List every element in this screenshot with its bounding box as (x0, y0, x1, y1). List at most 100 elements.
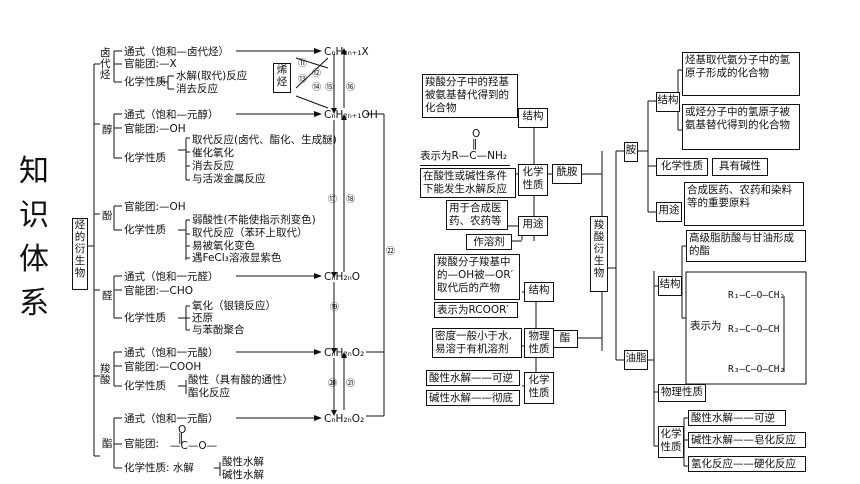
aldehyde-chem-label: 化学性质 (124, 312, 166, 324)
ester-phys-label: 物理性质 (528, 330, 550, 355)
aldehyde-formula: CₙH₂ₙO (324, 271, 361, 283)
amide-structure-desc: 羧酸分子中的羟基被氨基替代得到的化合物 (425, 76, 509, 114)
fat-label: 油脂 (625, 352, 647, 364)
acid-prop-2: 酯化反应 (188, 387, 230, 399)
fat-chem-text3: 氢化反应——硬化反应 (688, 456, 806, 472)
amine-chem-box: 化学性质 (656, 158, 708, 176)
ester-group: 官能团: (124, 438, 160, 450)
fat-chem-text1: 酸性水解——可逆 (688, 410, 786, 426)
left-diagram: 烃的衍生物 卤代烃 通式（饱和—卤代烃） 官能团:—X 化学性质 水解(取代)反… (66, 46, 404, 484)
amide-chem-text: 在酸性或碱性条件下能发生水解反应 (420, 168, 516, 198)
amide-formula-bond: ‖ (472, 138, 478, 150)
halo-general: 通式（饱和—卤代烃） (124, 46, 229, 58)
arrow-label-22: ㉒ (386, 247, 396, 257)
side-title-char: 知 (19, 154, 49, 189)
amide-chem-desc: 在酸性或碱性条件下能发生水解反应 (423, 170, 507, 195)
ester-chem-label: 化学性质 (528, 374, 550, 399)
halo-prop-2: 消去反应 (176, 83, 218, 95)
ester-structure-label: 结构 (528, 284, 550, 296)
ester-group-o: O (178, 424, 187, 436)
fat-chem-text2: 碱性水解——皂化反应 (688, 432, 806, 448)
amide-use-text: 用于合成医药、农药等 (446, 200, 508, 230)
aldehyde-prop-2: 还原 (192, 312, 213, 324)
amine-structure-desc2: 或烃分子中的氢原子被氨基替代得到的化合物 (685, 106, 790, 131)
arrow-label-19: ⑲ (330, 303, 340, 313)
ester-group-bond: ‖ (178, 432, 184, 444)
ester-chem-box: 化学性质 (524, 372, 554, 404)
amide-structure-box: 结构 (518, 108, 548, 128)
alkene-label: 烯烃 (276, 64, 288, 88)
side-title-char: 体 (19, 242, 49, 277)
ester-structure-desc: 羧酸分子羧基中的—OH被—OR′取代后的产物 (437, 256, 514, 294)
ester-chem-desc2: 碱性水解——彻底 (429, 392, 513, 404)
amine-structure-text1: 烃基取代氨分子中的氢原子形成的化合物 (682, 52, 800, 96)
ester-chem-desc1: 酸性水解——可逆 (429, 372, 513, 384)
ester-chem-text2: 碱性水解——彻底 (426, 390, 520, 406)
amide-formula-text: 表示为R—C—NH₂ (420, 150, 508, 162)
ester-structure-box: 结构 (524, 282, 554, 302)
amide-box: 酰胺 (552, 164, 582, 184)
amine-structure-label: 结构 (657, 94, 679, 106)
fat-box: 油脂 (624, 350, 648, 370)
ester-chem-text1: 酸性水解——可逆 (426, 370, 520, 386)
halo-prop-1: 水解(取代)反应 (176, 70, 248, 82)
amide-use-desc: 用于合成医药、农药等 (449, 202, 502, 227)
ester-formula: CₙH₂ₙO₂ (324, 413, 365, 425)
ester-phys-desc: 密度一般小于水,易溶于有机溶剂 (435, 330, 512, 355)
side-title-char: 系 (19, 286, 49, 321)
phenol-prop-4: 遇FeCl₃溶液显紫色 (192, 252, 282, 264)
ester-phys-text: 密度一般小于水,易溶于有机溶剂 (432, 328, 522, 358)
amide-use-desc2: 作溶剂 (473, 236, 505, 248)
amine-use-label: 用途 (658, 204, 680, 216)
fat-chem-desc3: 氢化反应——硬化反应 (691, 458, 796, 470)
amide-structure-label: 结构 (522, 110, 544, 122)
arrow-label-13: ⑬ (298, 75, 308, 85)
arrow-label-14: ⑭ (312, 83, 322, 93)
amine-use-text: 合成医药、农药和染料等的重要原料 (684, 182, 804, 226)
ester-phys-box: 物理性质 (524, 328, 554, 358)
alcohol-chem-label: 化学性质 (124, 152, 166, 164)
fat-chem-desc2: 碱性水解——皂化反应 (691, 434, 796, 446)
halo-label: 卤代烃 (100, 47, 111, 81)
halo-formula: CₙH₂ₙ₊₁X (324, 46, 369, 58)
aldehyde-label: 醛 (102, 290, 113, 302)
amine-structure-desc1: 烃基取代氨分子中的氢原子形成的化合物 (685, 54, 790, 79)
phenol-prop-2: 取代反应（苯环上取代） (192, 227, 308, 239)
fat-structure-box: 结构 (658, 276, 682, 296)
arrow-label-11: ⑪ (298, 59, 308, 69)
alcohol-prop-1: 取代反应(卤代、酯化、生成醚) (192, 134, 337, 146)
fat-row-2: R₂—C—O—CH (728, 324, 780, 335)
right-root-box: 羧酸衍生物 (590, 216, 608, 292)
ester-prop-2: 碱性水解 (222, 469, 264, 481)
amine-chem-text: 具有碱性 (712, 158, 768, 176)
amine-structure-box: 结构 (656, 92, 680, 112)
amine-chem-label: 化学性质 (661, 160, 703, 172)
ester-structure-formula: 表示为RCOOR′ (434, 302, 518, 318)
aldehyde-prop-3: 与苯酚聚合 (192, 324, 245, 336)
halo-group: 官能团:—X (124, 58, 177, 70)
amine-use-box: 用途 (656, 202, 682, 222)
acid-general: 通式（饱和一元酸） (124, 347, 219, 359)
ester-prop-1: 酸性水解 (222, 456, 264, 468)
right-root-label: 羧酸衍生物 (593, 219, 605, 279)
alcohol-formula: CₙH₂ₙ₊₁OH (324, 109, 378, 121)
amine-label: 胺 (625, 144, 637, 156)
ester-group-struct: —C—O— (170, 440, 218, 452)
phenol-prop-1: 弱酸性(不能使指示剂变色) (192, 214, 316, 226)
amide-use-box: 用途 (518, 216, 548, 236)
arrow-label-15: ⑮ (325, 83, 335, 93)
fat-chem-box: 化学性质 (658, 426, 684, 458)
fat-structure-text: 高级脂肪酸与甘油形成的酯 (686, 230, 806, 262)
fat-structure-label-text: 表示为 (690, 320, 722, 332)
amide-use-text2: 作溶剂 (466, 234, 512, 250)
alcohol-prop-3: 消去反应 (192, 160, 234, 172)
arrow-label-12: ⑫ (312, 69, 322, 79)
arrow-label-20: ⑳ (328, 379, 338, 389)
fat-row-3: R₃—C—O—CH₂ (728, 364, 786, 375)
ester-structure-formula-text: 表示为RCOOR′ (437, 304, 509, 316)
fat-chem-desc1: 酸性水解——可逆 (691, 412, 775, 424)
side-title: 知 识 体 系 (14, 150, 54, 326)
alcohol-general: 通式（饱和—元醇） (124, 109, 219, 121)
fat-chem-label: 化学性质 (660, 428, 682, 453)
fat-structure-desc: 高级脂肪酸与甘油形成的酯 (689, 232, 794, 257)
